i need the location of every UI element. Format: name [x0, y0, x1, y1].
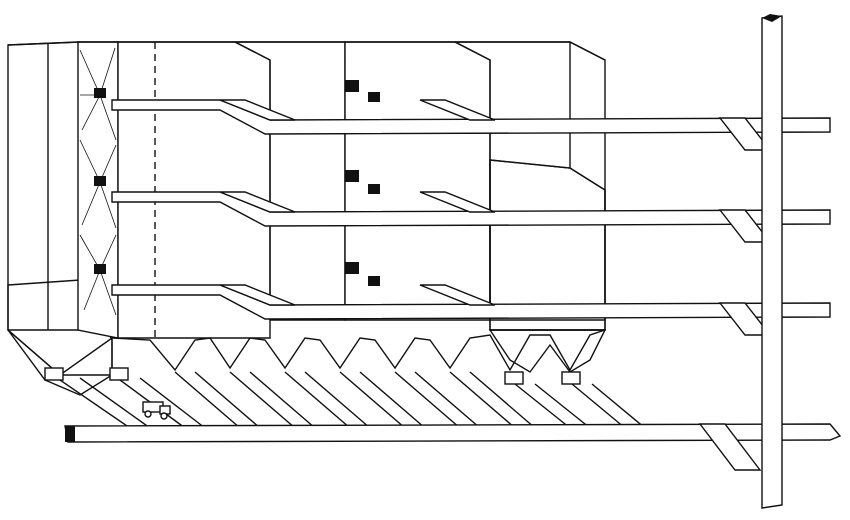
main-haulage-drift — [64, 423, 842, 471]
drawpoint-funnels — [7, 329, 607, 396]
haulage-crosscuts — [59, 371, 646, 429]
stope-block-3 — [344, 41, 491, 321]
sublevel-drifts — [111, 99, 831, 336]
loader-vehicle — [142, 401, 171, 420]
vertical-shaft — [761, 14, 783, 509]
